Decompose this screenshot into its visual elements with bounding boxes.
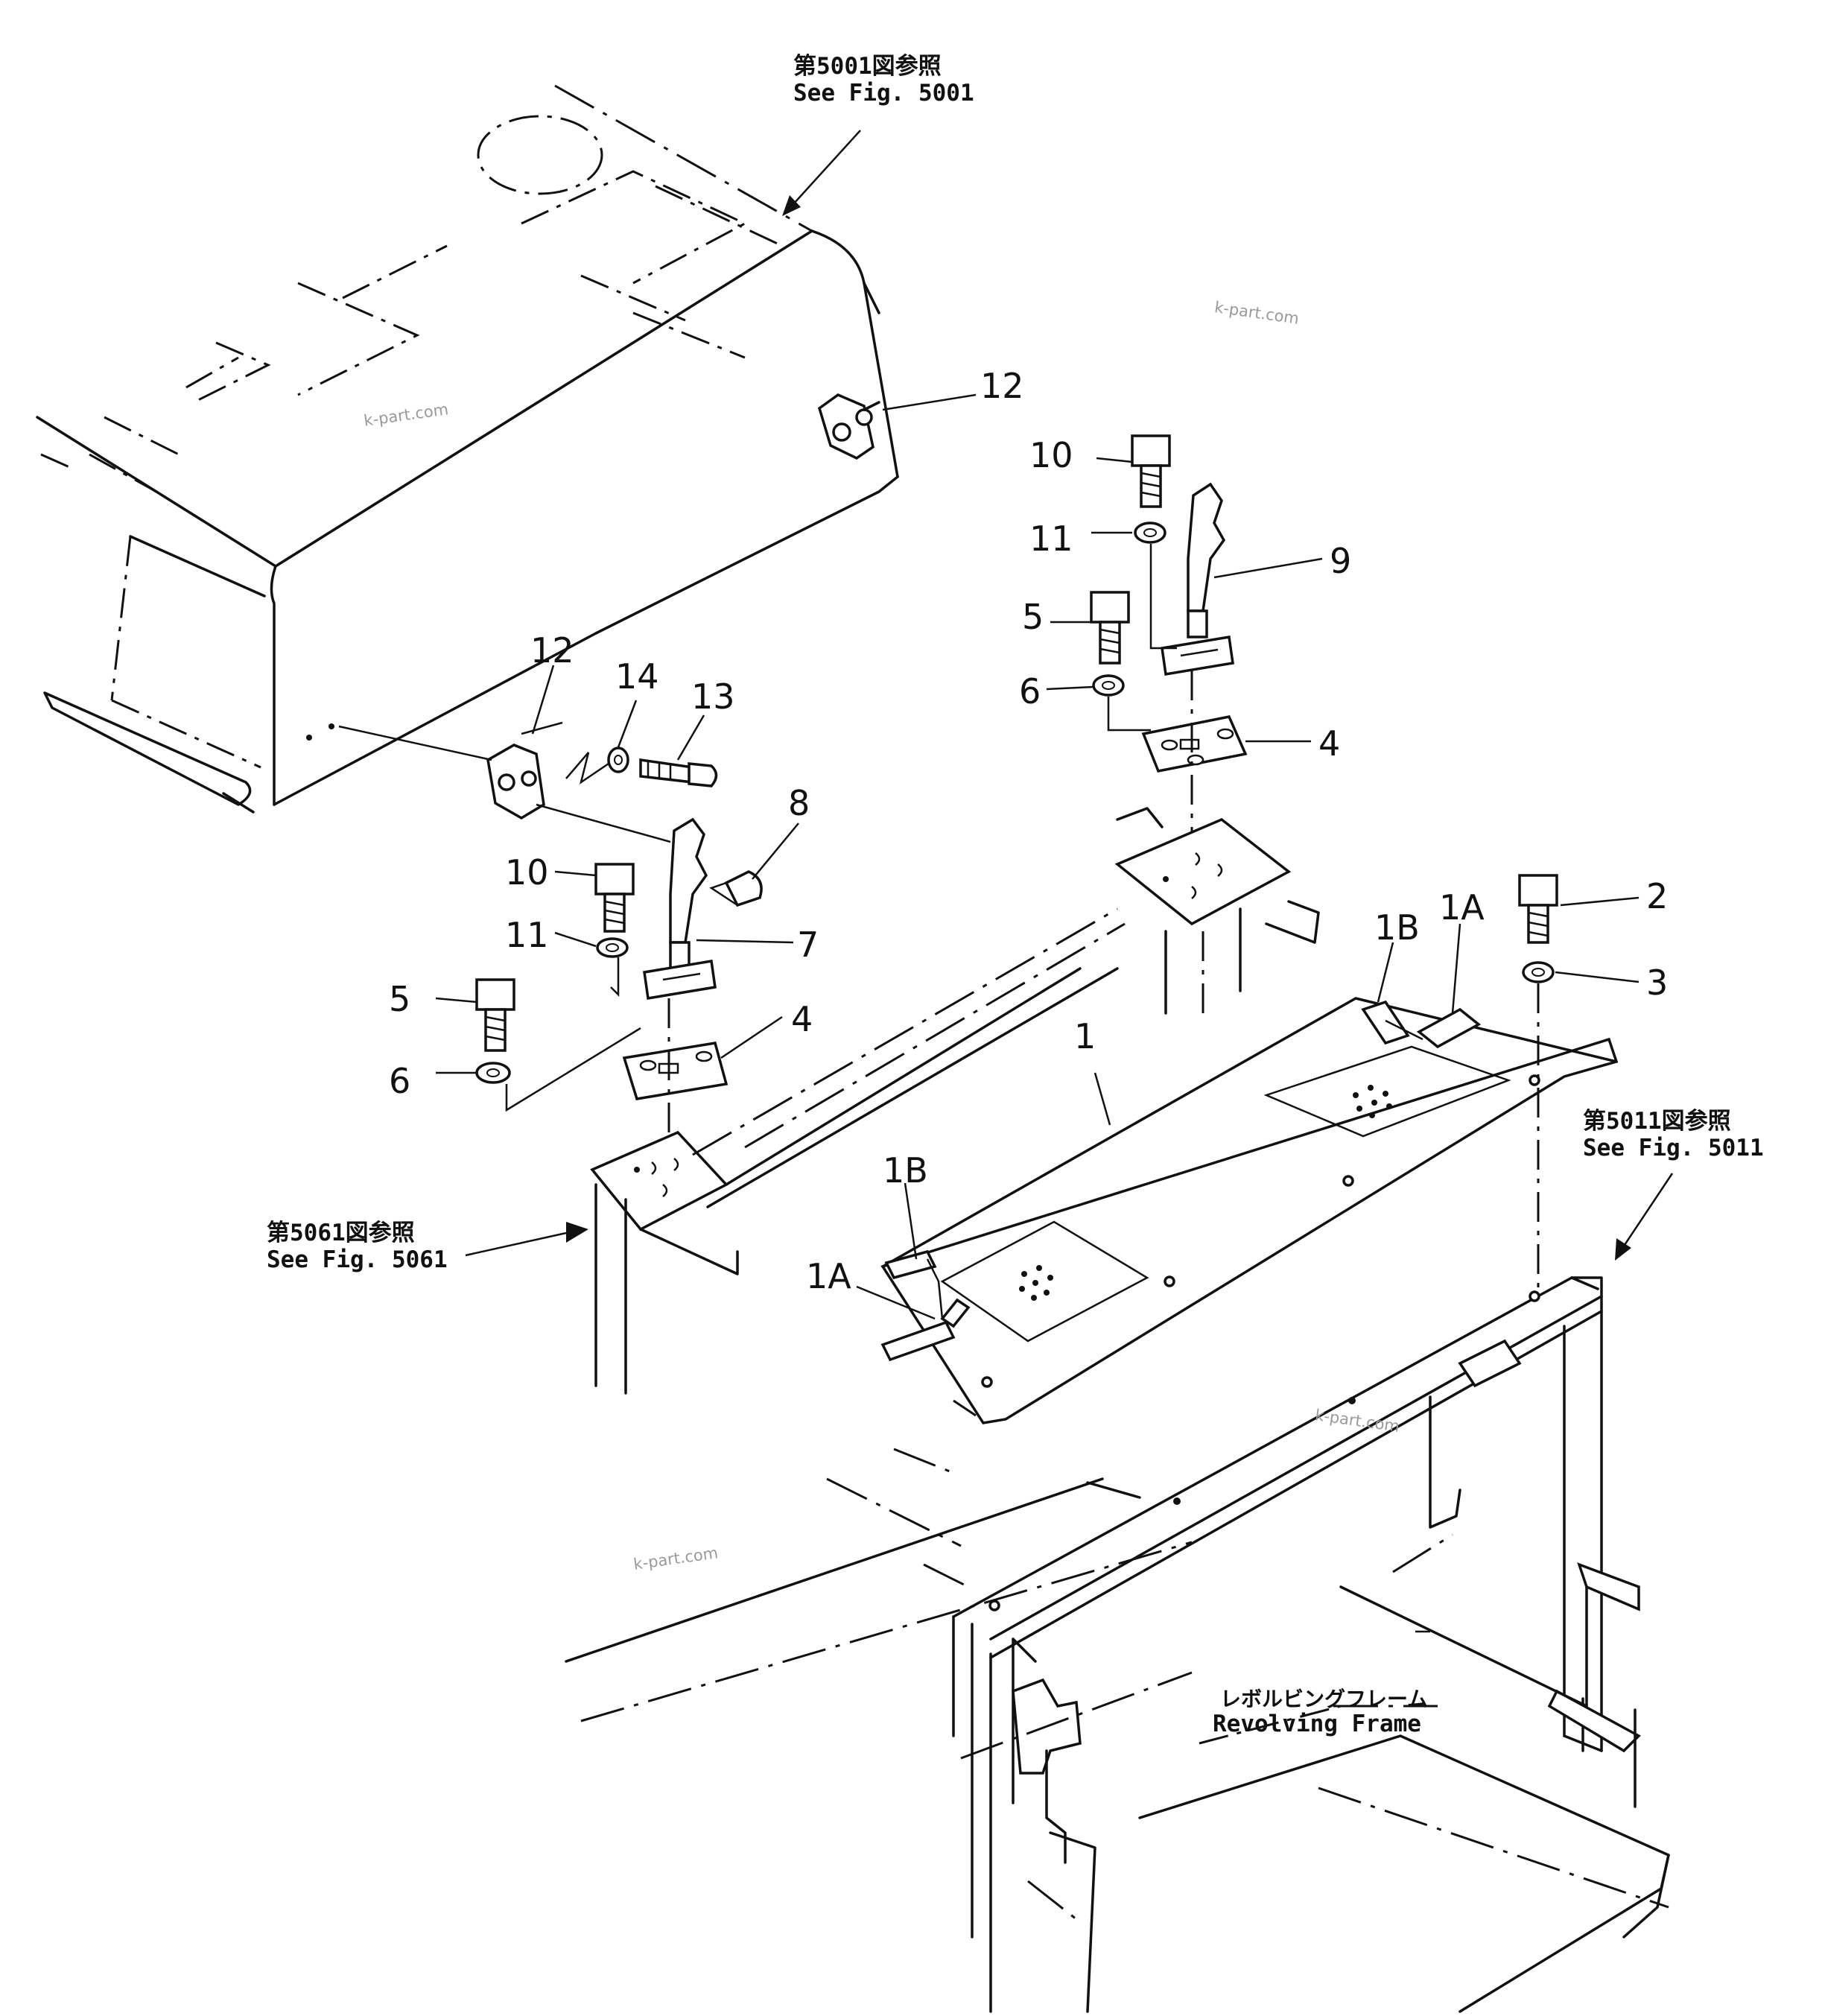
- callout-10-right: 10: [1029, 435, 1073, 475]
- pin-8: [709, 870, 763, 907]
- callout-1B-left: 1B: [883, 1150, 928, 1191]
- callout-11-right: 11: [1029, 519, 1073, 559]
- ref-revolving-frame: レボルビングフレーム Revolving Frame: [1213, 1687, 1428, 1738]
- callout-1A-right: 1A: [1439, 887, 1485, 928]
- left-support-frame: [590, 907, 1126, 1395]
- ref-fig5001-jp: 第5001図参照: [793, 53, 942, 80]
- bolt-2: [1518, 874, 1558, 944]
- washer-11-left: [596, 937, 629, 958]
- callout-9: 9: [1330, 541, 1352, 581]
- callout-13: 13: [691, 676, 735, 717]
- ref-fig5001: 第5001図参照 See Fig. 5001: [793, 53, 974, 107]
- right-support-top: [1114, 807, 1320, 1015]
- latch-12-left: [338, 721, 671, 843]
- callout-6-right: 6: [1019, 671, 1041, 711]
- callout-6-left: 6: [389, 1061, 411, 1101]
- callout-2: 2: [1646, 876, 1669, 916]
- engine-hood: [36, 84, 899, 814]
- callout-1B-right: 1B: [1374, 907, 1420, 948]
- callout-5-left: 5: [389, 979, 411, 1019]
- latch-12-top: [817, 393, 977, 460]
- ref-fig5061-en: See Fig. 5061: [267, 1246, 448, 1273]
- callout-10-left: 10: [505, 852, 549, 893]
- callout-5-right: 5: [1022, 597, 1044, 637]
- ref-fig5011-en: See Fig. 5011: [1583, 1134, 1764, 1161]
- latch-7-assembly: [610, 817, 717, 1001]
- revolving-frame: [565, 1276, 1670, 2013]
- callout-3: 3: [1646, 963, 1669, 1003]
- bolt-5-right: [1090, 591, 1130, 665]
- ref-fig5061: 第5061図参照 See Fig. 5061: [267, 1220, 448, 1273]
- washer-11-right: [1134, 522, 1166, 544]
- washer-14: [565, 747, 629, 784]
- callout-4-left: 4: [791, 999, 813, 1039]
- callout-1A-left: 1A: [806, 1256, 851, 1296]
- cover-plate-1: [880, 997, 1619, 1424]
- callout-8: 8: [788, 783, 810, 823]
- ref-fig5061-jp: 第5061図参照: [267, 1220, 415, 1246]
- plate-4-left: [622, 998, 729, 1162]
- revolving-frame-en: Revolving Frame: [1213, 1711, 1421, 1738]
- callout-11-left: 11: [505, 915, 549, 955]
- callout-12-top: 12: [980, 366, 1024, 406]
- bolt-13: [639, 758, 718, 787]
- washer-3: [1522, 961, 1555, 1296]
- washer-6-right: [1092, 674, 1151, 732]
- ref-fig5011-jp: 第5011図参照: [1583, 1108, 1731, 1135]
- callout-leaders: [435, 457, 1640, 1320]
- reference-arrows: [465, 130, 1674, 1633]
- bolt-10-right: [1131, 434, 1171, 508]
- callout-12-left: 12: [530, 630, 574, 671]
- callout-4-right: 4: [1318, 723, 1341, 764]
- plate-4-right: [1141, 671, 1248, 894]
- bolt-5-left: [475, 978, 515, 1052]
- callout-1: 1: [1074, 1016, 1096, 1056]
- callout-7: 7: [797, 925, 819, 965]
- callout-14: 14: [615, 656, 659, 697]
- bolt-10-left: [594, 863, 635, 933]
- latch-9-assembly: [1149, 482, 1234, 676]
- ref-fig5001-en: See Fig. 5001: [793, 79, 974, 107]
- revolving-frame-jp: レボルビングフレーム: [1220, 1687, 1429, 1711]
- ref-fig5011: 第5011図参照 See Fig. 5011: [1583, 1108, 1764, 1161]
